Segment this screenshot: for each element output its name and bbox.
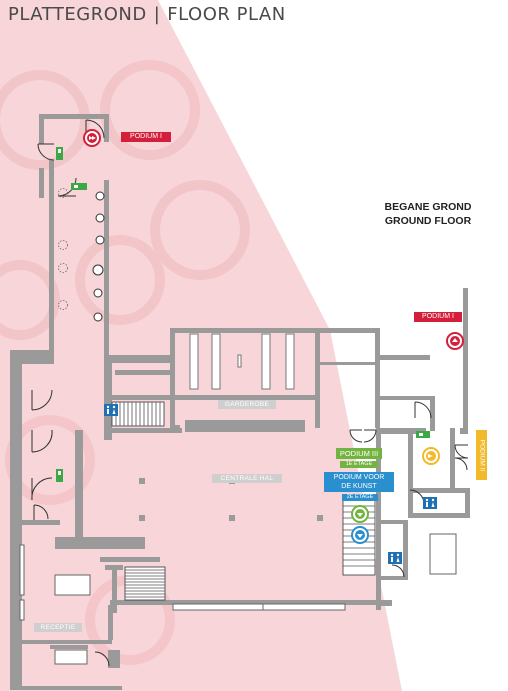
podium-kunst-tag: PODIUM VOOR DE KUNST	[324, 472, 394, 492]
podium-kunst-line2: DE KUNST	[341, 483, 377, 490]
title-separator: |	[153, 4, 161, 25]
arrow-down-circle-icon	[351, 526, 369, 544]
receptie-label: RECEPTIE	[34, 623, 82, 632]
arrow-right-circle-icon	[83, 129, 101, 147]
podium-3-tag: PODIUM III	[336, 448, 382, 459]
glass-walls	[19, 533, 457, 665]
toilet-icon	[423, 497, 437, 509]
page-title: PLATTEGROND | FLOOR PLAN	[8, 4, 286, 25]
podium-kunst-line1: PODIUM VOOR	[333, 474, 385, 481]
podium-3-floor-tag: 1E ETAGE	[340, 461, 378, 468]
background-band	[0, 0, 402, 691]
emergency-exit-icon	[56, 147, 63, 160]
podium-1-top-tag: PODIUM I	[121, 132, 171, 142]
toilet-fixtures	[92, 191, 105, 322]
title-dutch: PLATTEGROND	[8, 4, 147, 25]
floor-label-english: GROUND FLOOR	[384, 215, 472, 227]
stairs-left	[111, 401, 165, 427]
urinals	[58, 188, 68, 310]
toilet-icon	[104, 404, 118, 416]
arrow-down-circle-icon	[351, 505, 369, 523]
emergency-exit-icon	[56, 469, 63, 482]
toilet-icon	[388, 552, 402, 564]
podium-2-tag: PODIUM II	[476, 430, 487, 480]
centrale-hal-label: CENTRALE HAL	[212, 474, 282, 483]
garderobe-racks	[189, 333, 295, 390]
stairs-hall	[124, 566, 166, 601]
podium-1-right-tag: PODIUM I	[414, 312, 462, 322]
podium-2-label: PODIUM II	[478, 439, 486, 472]
floor-label: BEGANE GROND GROUND FLOOR	[376, 200, 480, 228]
arrow-right-circle-icon	[422, 447, 440, 465]
arrow-up-circle-icon	[446, 332, 464, 350]
emergency-exit-icon	[416, 431, 430, 438]
garderobe-label: GARDEROBE	[218, 400, 276, 409]
podium-kunst-floor-tag: 2E ETAGE	[342, 494, 378, 501]
title-english: FLOOR PLAN	[167, 4, 286, 25]
walls	[10, 114, 470, 690]
floor-label-dutch: BEGANE GROND	[384, 201, 472, 213]
emergency-exit-icon	[71, 183, 87, 190]
